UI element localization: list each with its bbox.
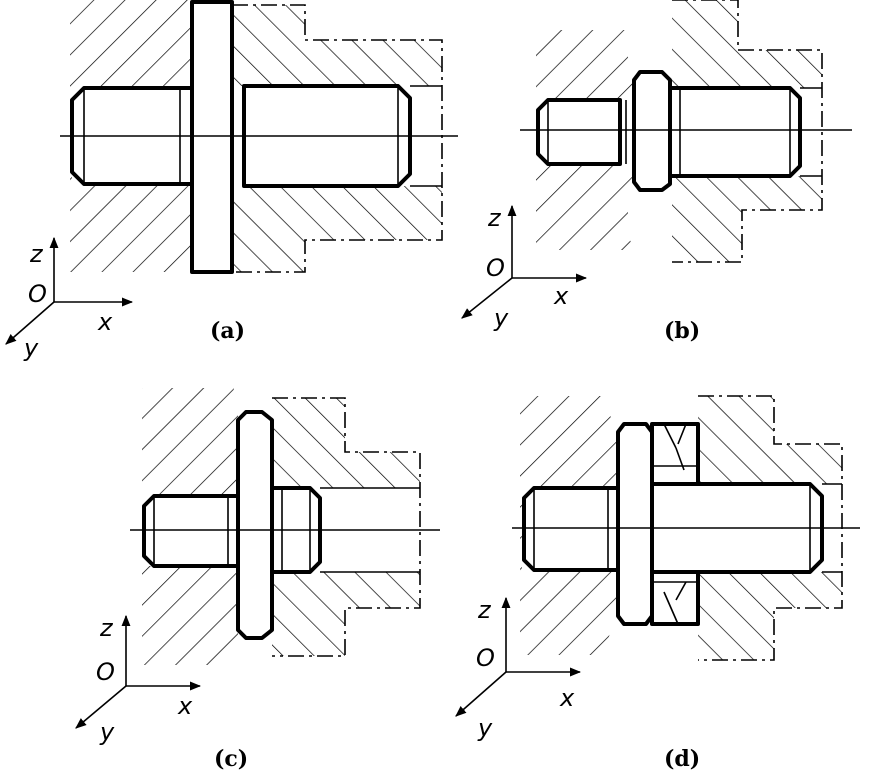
axis-y-d: y	[477, 714, 493, 742]
axis-y-b: y	[493, 304, 509, 332]
collar-b	[632, 70, 672, 192]
axes-d: z O x y	[455, 596, 582, 742]
axes-b: z O x y	[461, 204, 588, 332]
collar-d	[616, 422, 654, 626]
axis-x-d: x	[559, 684, 575, 712]
axes-c: z O x y	[75, 614, 202, 746]
axis-origin-a: O	[28, 280, 47, 308]
figure-d: z O x y (d)	[455, 395, 860, 772]
axis-origin-c: O	[96, 658, 115, 686]
axis-y-c: y	[99, 718, 115, 746]
axis-z-c: z	[99, 614, 114, 642]
washer-top-d	[650, 422, 700, 486]
axis-x-a: x	[97, 308, 113, 336]
label-c: (c)	[214, 746, 248, 772]
figure-c: z O x y (c)	[75, 388, 440, 772]
label-a: (a)	[210, 318, 245, 344]
washer-bottom-d	[650, 570, 700, 626]
axis-z-d: z	[477, 596, 492, 624]
axis-origin-d: O	[476, 644, 495, 672]
label-d: (d)	[664, 746, 700, 772]
axis-y-a: y	[23, 334, 39, 362]
collar-c	[236, 410, 274, 640]
axis-origin-b: O	[486, 254, 505, 282]
axis-x-b: x	[553, 282, 569, 310]
axis-z-a: z	[29, 240, 44, 268]
axes-a: z O x y	[5, 236, 134, 362]
axis-z-b: z	[487, 204, 502, 232]
figure-b: z O x y (b)	[461, 0, 852, 344]
axis-x-c: x	[177, 692, 193, 720]
plate-a	[190, 0, 234, 274]
figure-a: z O x y (a)	[5, 0, 458, 362]
label-b: (b)	[664, 318, 700, 344]
